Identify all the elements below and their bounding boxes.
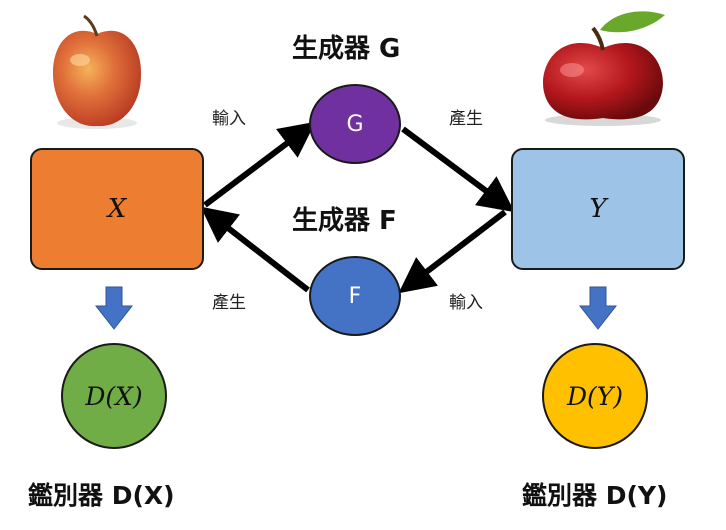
discriminator-y-node: D(Y) (542, 343, 648, 449)
discriminator-y-symbol: D(Y) (566, 381, 624, 411)
arrow-x-to-g (203, 121, 316, 208)
domain-x-box: X (30, 148, 204, 270)
right-apple-image (543, 11, 665, 126)
arrow-f-to-x (200, 206, 310, 293)
label-x-to-g: 輸入 (212, 109, 246, 129)
generator-f-title: 生成器 F (292, 206, 397, 236)
domain-y-symbol: Y (589, 194, 607, 224)
down-arrow-y (578, 286, 618, 330)
arrow-y-to-f (398, 209, 507, 294)
discriminator-x-symbol: D(X) (85, 381, 143, 411)
generator-g-title: 生成器 G (292, 34, 401, 64)
generator-g-symbol: G (346, 111, 364, 137)
label-g-to-y: 產生 (449, 109, 483, 129)
label-f-to-x: 產生 (212, 293, 246, 313)
domain-x-symbol: X (107, 194, 127, 224)
arrow-g-to-y (401, 126, 515, 213)
discriminator-y-title: 鑑別器 D(Y) (522, 481, 668, 510)
discriminator-x-title: 鑑別器 D(X) (28, 481, 175, 510)
generator-f-node: F (309, 256, 401, 336)
left-apple-image (52, 14, 142, 129)
down-arrow-x (94, 286, 134, 330)
domain-y-box: Y (511, 148, 685, 270)
generator-g-node: G (309, 84, 401, 164)
generator-f-symbol: F (348, 283, 362, 309)
discriminator-x-node: D(X) (61, 343, 167, 449)
label-y-to-f: 輸入 (449, 293, 483, 313)
